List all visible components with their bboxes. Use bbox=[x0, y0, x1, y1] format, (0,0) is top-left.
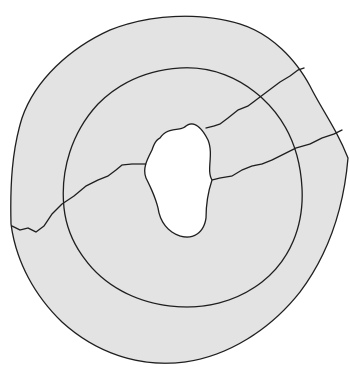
ring-diagram bbox=[0, 0, 350, 367]
ring-diagram-canvas bbox=[0, 0, 350, 367]
